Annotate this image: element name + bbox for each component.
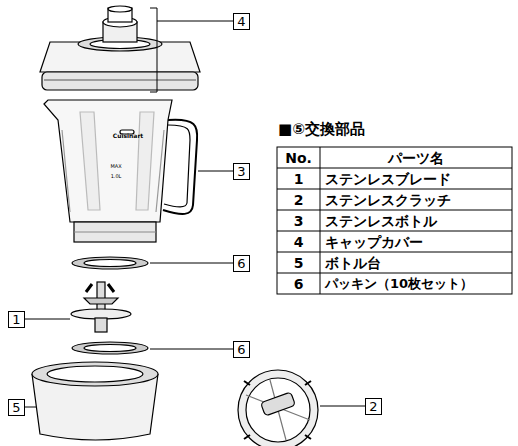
part-number: 5 <box>294 256 304 270</box>
volume-mark: MAX <box>110 164 121 169</box>
callout-box: 6 <box>233 341 250 358</box>
callout-box: 4 <box>233 13 250 30</box>
callout-number: 6 <box>237 343 245 357</box>
part-name: ボトル台 <box>325 256 381 270</box>
blender-parts <box>32 6 318 446</box>
callout-number: 5 <box>12 401 20 415</box>
part-name: ステンレスボトル <box>325 214 437 228</box>
callout-number: 2 <box>369 400 377 414</box>
part-number: 2 <box>294 193 304 207</box>
callout-box: 5 <box>8 399 25 416</box>
part-name: ステンレスブレード <box>325 172 451 186</box>
leader-lines <box>24 8 365 407</box>
part-number: 1 <box>294 172 304 186</box>
volume-mark: 1.0L <box>111 174 122 179</box>
callout-box: 2 <box>365 398 382 415</box>
part-number: 4 <box>294 235 304 249</box>
part-number: 6 <box>294 277 304 291</box>
table-title: ■⑤交換部品 <box>278 122 365 137</box>
callout-number: 1 <box>12 313 20 327</box>
part-name: ステンレスクラッチ <box>325 193 451 207</box>
callout-number: 3 <box>237 165 245 179</box>
callout-number: 4 <box>237 15 245 29</box>
table-header: パーツ名 <box>388 151 444 165</box>
part-number: 3 <box>294 214 304 228</box>
callout-box: 1 <box>8 311 25 328</box>
part-name: パッキン（10枚セット） <box>325 277 473 290</box>
table-header: No. <box>285 151 312 165</box>
callout-number: 6 <box>237 257 245 271</box>
parts-table-grid <box>277 147 512 294</box>
brand-mark: Cuisinart <box>113 133 144 139</box>
callout-box: 3 <box>233 163 250 180</box>
part-name: キャップカバー <box>325 235 423 249</box>
callout-box: 6 <box>233 255 250 272</box>
